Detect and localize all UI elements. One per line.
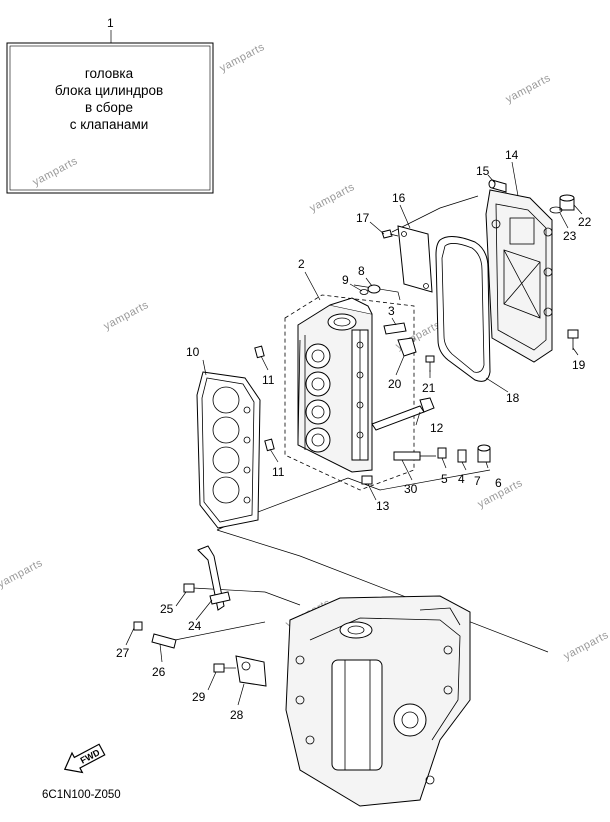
cover-gasket	[435, 236, 491, 382]
callout-27: 27	[116, 646, 130, 660]
assembly-note-line2: блока цилиндров	[55, 83, 163, 98]
watermark: yamparts	[562, 629, 610, 663]
callout-29: 29	[192, 690, 206, 704]
cylinder-block	[285, 595, 471, 807]
callout-9: 9	[342, 273, 349, 287]
watermark: yamparts	[0, 557, 45, 591]
watermark: yamparts	[504, 72, 553, 106]
callout-21: 21	[422, 381, 436, 395]
callout-28: 28	[230, 708, 244, 722]
callout-7: 7	[474, 474, 481, 488]
callout-11: 11	[262, 373, 275, 387]
diagram-code: 6C1N100-Z050	[42, 789, 121, 801]
assembly-note-line1: головка	[85, 66, 134, 81]
cover-plate	[381, 225, 433, 293]
callout-18: 18	[506, 391, 520, 405]
callout-6: 6	[495, 476, 502, 490]
callout-numbers: 1 2 3 4 5 6 7 8 9 10 11 11 12 13 14 15 1…	[107, 16, 592, 722]
cylinder-head	[284, 294, 415, 491]
callout-17: 17	[356, 211, 370, 225]
leader-lines	[125, 161, 583, 706]
callout-4: 4	[458, 472, 465, 486]
callout-14: 14	[505, 148, 519, 162]
head-gasket	[196, 371, 261, 529]
callout-12: 12	[430, 421, 444, 435]
callout-3: 3	[388, 304, 395, 318]
small-parts	[359, 179, 579, 485]
callout-1: 1	[107, 16, 114, 30]
callout-5: 5	[441, 472, 448, 486]
fwd-arrow: FWD	[63, 743, 106, 774]
assembly-note-line4: с клапанами	[70, 117, 149, 132]
callout-8: 8	[358, 264, 365, 278]
watermark: yamparts	[308, 181, 357, 215]
callout-13: 13	[376, 499, 390, 513]
watermark: yamparts	[218, 41, 267, 75]
watermark: yamparts	[102, 299, 151, 333]
callout-2: 2	[298, 257, 305, 271]
callout-24: 24	[188, 619, 202, 633]
assembly-note-line3: в сборе	[85, 100, 133, 115]
callout-19: 19	[572, 358, 586, 372]
callout-10: 10	[186, 345, 200, 359]
fwd-arrow-icon	[63, 743, 106, 774]
callout-11: 11	[272, 465, 285, 479]
watermark: yamparts	[31, 155, 80, 189]
assembly-note-box: головка блока цилиндров в сборе с клапан…	[6, 30, 214, 194]
callout-22: 22	[578, 215, 592, 229]
callout-20: 20	[388, 377, 402, 391]
bracket-parts	[133, 545, 267, 687]
dowel-pins	[254, 345, 275, 452]
callout-25: 25	[160, 602, 174, 616]
callout-15: 15	[476, 164, 490, 178]
head-cover	[485, 189, 553, 363]
callout-30: 30	[404, 482, 418, 496]
callout-26: 26	[152, 665, 166, 679]
callout-16: 16	[392, 191, 406, 205]
callout-23: 23	[563, 229, 577, 243]
